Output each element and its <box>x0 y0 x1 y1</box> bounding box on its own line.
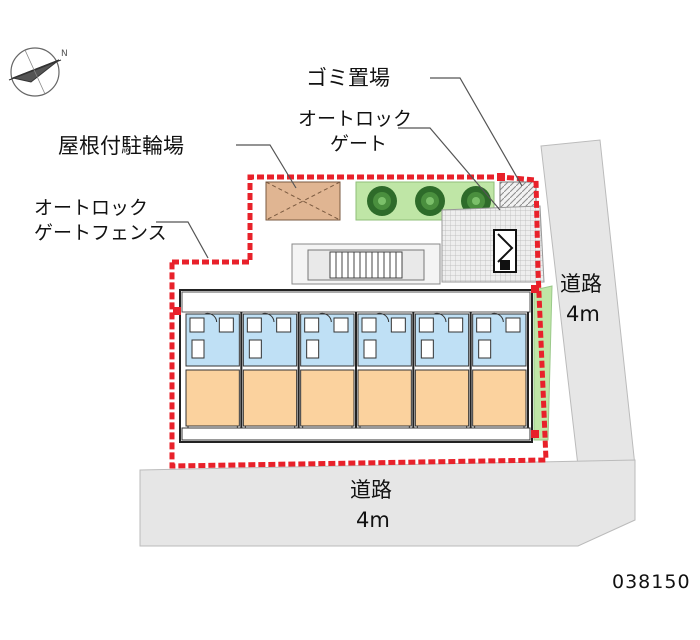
unit-toilet <box>276 317 292 333</box>
leader-autolock-gate <box>398 127 501 211</box>
apartment-unit <box>357 312 415 438</box>
unit-toilet <box>448 317 464 333</box>
unit-toilet <box>505 317 521 333</box>
label-garbage: ゴミ置場 <box>306 66 390 90</box>
unit-bath <box>304 317 320 333</box>
gate-marker <box>173 307 181 315</box>
apartment-unit <box>185 312 243 438</box>
unit-living-room <box>242 369 298 427</box>
bicycle-parking-area <box>265 181 341 221</box>
label-road-south-1: 道路 <box>350 478 392 502</box>
corridor <box>181 291 531 313</box>
apartment-unit <box>414 312 472 438</box>
garbage-area <box>499 181 537 211</box>
unit-bath <box>418 317 434 333</box>
unit-living-room <box>300 369 355 427</box>
unit-door-swing <box>433 313 447 323</box>
gate-marker <box>531 430 539 438</box>
building-base <box>181 427 531 441</box>
property-code: 038150 <box>612 571 691 593</box>
leader-fence <box>156 221 209 259</box>
label-road-east-1: 道路 <box>560 272 602 296</box>
label-autolock-gate-2: ゲート <box>330 133 388 155</box>
unit-kitchen <box>248 339 262 359</box>
unit-kitchen <box>363 339 377 359</box>
unit-bath <box>246 317 262 333</box>
apartment-unit <box>300 312 357 438</box>
road-south <box>139 459 636 547</box>
label-autolock-fence-1: オートロック <box>34 197 149 219</box>
unit-kitchen <box>420 339 434 359</box>
tree <box>367 186 397 216</box>
unit-door-swing <box>204 313 218 323</box>
unit-toilet <box>390 317 406 333</box>
stair-block <box>291 243 441 285</box>
label-bicycle-parking: 屋根付駐輪場 <box>58 134 184 158</box>
unit-door-swing <box>491 313 504 323</box>
site-boundary <box>169 174 549 469</box>
compass-icon: N <box>8 47 68 97</box>
unit-door-swing <box>261 313 275 323</box>
svg-text:N: N <box>61 49 68 59</box>
unit-living-room <box>357 369 412 427</box>
tree <box>415 186 445 216</box>
unit-bath <box>476 317 492 333</box>
gate-marker <box>497 173 505 181</box>
unit-living-room <box>414 369 470 427</box>
apartment-unit <box>472 312 529 438</box>
unit-toilet <box>218 317 234 333</box>
unit-kitchen <box>306 339 320 359</box>
unit-kitchen <box>191 339 205 359</box>
unit-living-room <box>185 369 240 427</box>
label-road-south-2: 4m <box>356 508 390 532</box>
unit-toilet <box>333 317 349 333</box>
leader-bicycle <box>236 144 297 189</box>
unit-bath <box>361 317 377 333</box>
leader-garbage <box>430 77 523 187</box>
gate-detail <box>493 229 517 273</box>
unit-living-room <box>472 369 527 427</box>
apartment-unit <box>242 312 300 438</box>
unit-door-swing <box>319 313 332 323</box>
label-road-east-2: 4m <box>566 302 600 326</box>
label-autolock-gate-1: オートロック <box>298 108 413 130</box>
gate-marker <box>531 285 539 293</box>
unit-kitchen <box>478 339 492 359</box>
unit-row <box>185 312 529 438</box>
unit-bath <box>189 317 205 333</box>
unit-door-swing <box>376 313 390 323</box>
label-autolock-fence-2: ゲートフェンス <box>34 222 167 244</box>
